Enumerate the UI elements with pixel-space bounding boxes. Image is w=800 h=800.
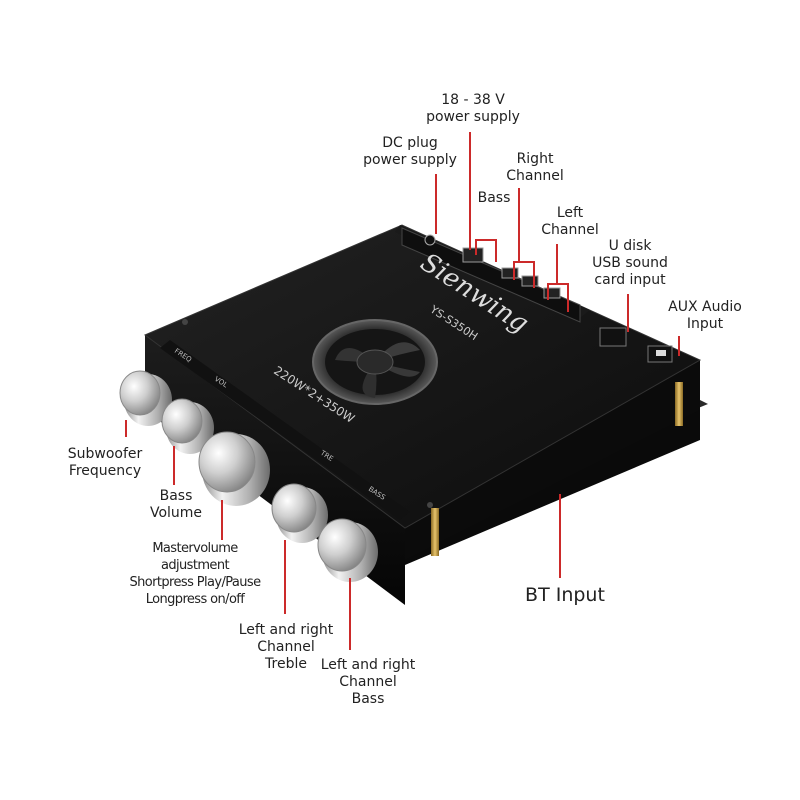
callout-master-volume: Mastervolume adjustment Shortpress Play/… [129, 541, 262, 607]
leader-lines [125, 132, 680, 650]
leader-left-channel-bracket [547, 283, 569, 312]
knob-bass [317, 518, 378, 582]
callout-left-channel: Left Channel [541, 205, 599, 238]
callout-power-18-38v: 18 - 38 V power supply [426, 92, 520, 125]
callout-lr-treble: Left and right Channel Treble [238, 622, 334, 672]
callout-dc-plug: DC plug power supply [363, 135, 457, 168]
callout-bass-volume: Bass Volume [149, 488, 203, 521]
knob-label-panel [160, 340, 410, 520]
callout-u-disk: U disk USB sound card input [592, 238, 668, 288]
brass-standoffs [182, 319, 683, 556]
callout-aux-audio: AUX Audio Input [668, 299, 742, 332]
connector-rail [401, 227, 673, 363]
knob-master [198, 431, 270, 506]
knob-treble [271, 483, 328, 543]
leader-right-channel-bracket [513, 261, 535, 288]
callout-lr-bass: Left and right Channel Bass [320, 657, 416, 707]
knob-freq [119, 370, 172, 426]
leader-bass [475, 239, 497, 262]
knobs [119, 370, 378, 582]
cooling-fan [312, 319, 438, 405]
callout-subwoofer-frequency: Subwoofer Frequency [67, 446, 143, 479]
callout-right-channel: Right Channel [506, 151, 564, 184]
callout-bt-input: BT Input [525, 584, 605, 606]
callout-bass-output: Bass [477, 190, 511, 206]
knob-vol [161, 398, 214, 454]
